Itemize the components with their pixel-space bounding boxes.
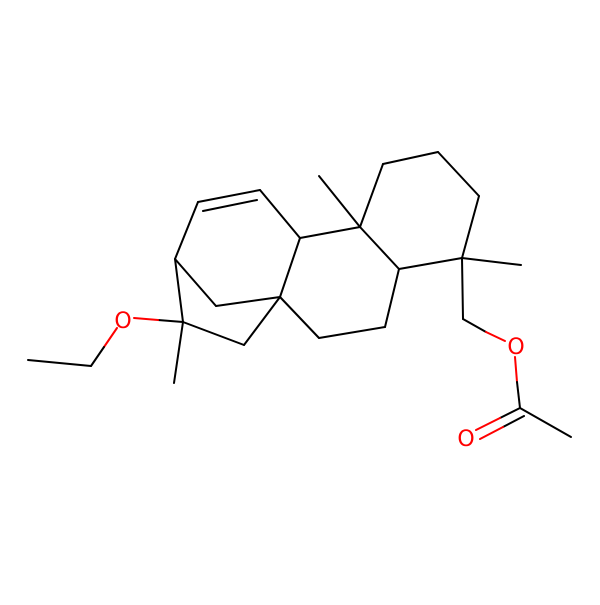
- heteroatom-bonds: [90, 317, 525, 440]
- bond: [485, 331, 506, 342]
- bond: [243, 296, 281, 346]
- bond: [279, 237, 301, 298]
- bond: [516, 381, 521, 409]
- bond: [90, 346, 105, 367]
- bond: [359, 163, 384, 228]
- bond: [157, 319, 184, 323]
- double-bond-inner: [202, 199, 258, 212]
- bond: [461, 257, 464, 320]
- bond: [499, 407, 521, 419]
- bond: [479, 426, 504, 440]
- bond: [279, 296, 320, 339]
- bond: [174, 258, 184, 323]
- carbon-skeleton: [27, 151, 572, 438]
- bond: [519, 407, 572, 438]
- bond: [259, 189, 301, 239]
- ether-oxygen-label: O: [114, 309, 131, 334]
- bond: [299, 226, 361, 239]
- ester-oxygen-label: O: [507, 335, 524, 360]
- bond: [382, 151, 439, 165]
- bond: [475, 417, 501, 431]
- ethyl-bond: [27, 359, 92, 367]
- methyl-bond: [461, 257, 522, 266]
- bond: [215, 296, 281, 307]
- bond: [174, 201, 199, 260]
- bond: [437, 151, 480, 197]
- bond: [174, 258, 217, 307]
- bond: [197, 189, 261, 203]
- bond: [514, 356, 518, 383]
- carbonyl-oxygen-label: O: [457, 427, 474, 452]
- bond: [461, 195, 480, 259]
- methyl-bond: [318, 175, 361, 228]
- bond: [462, 318, 487, 333]
- bond: [103, 327, 118, 348]
- bond: [502, 415, 525, 428]
- bond: [182, 321, 245, 346]
- methyl-bond: [173, 321, 184, 384]
- bond: [133, 317, 159, 321]
- bond: [384, 268, 400, 328]
- bond: [318, 326, 386, 339]
- bond: [359, 226, 400, 270]
- bond: [398, 257, 463, 270]
